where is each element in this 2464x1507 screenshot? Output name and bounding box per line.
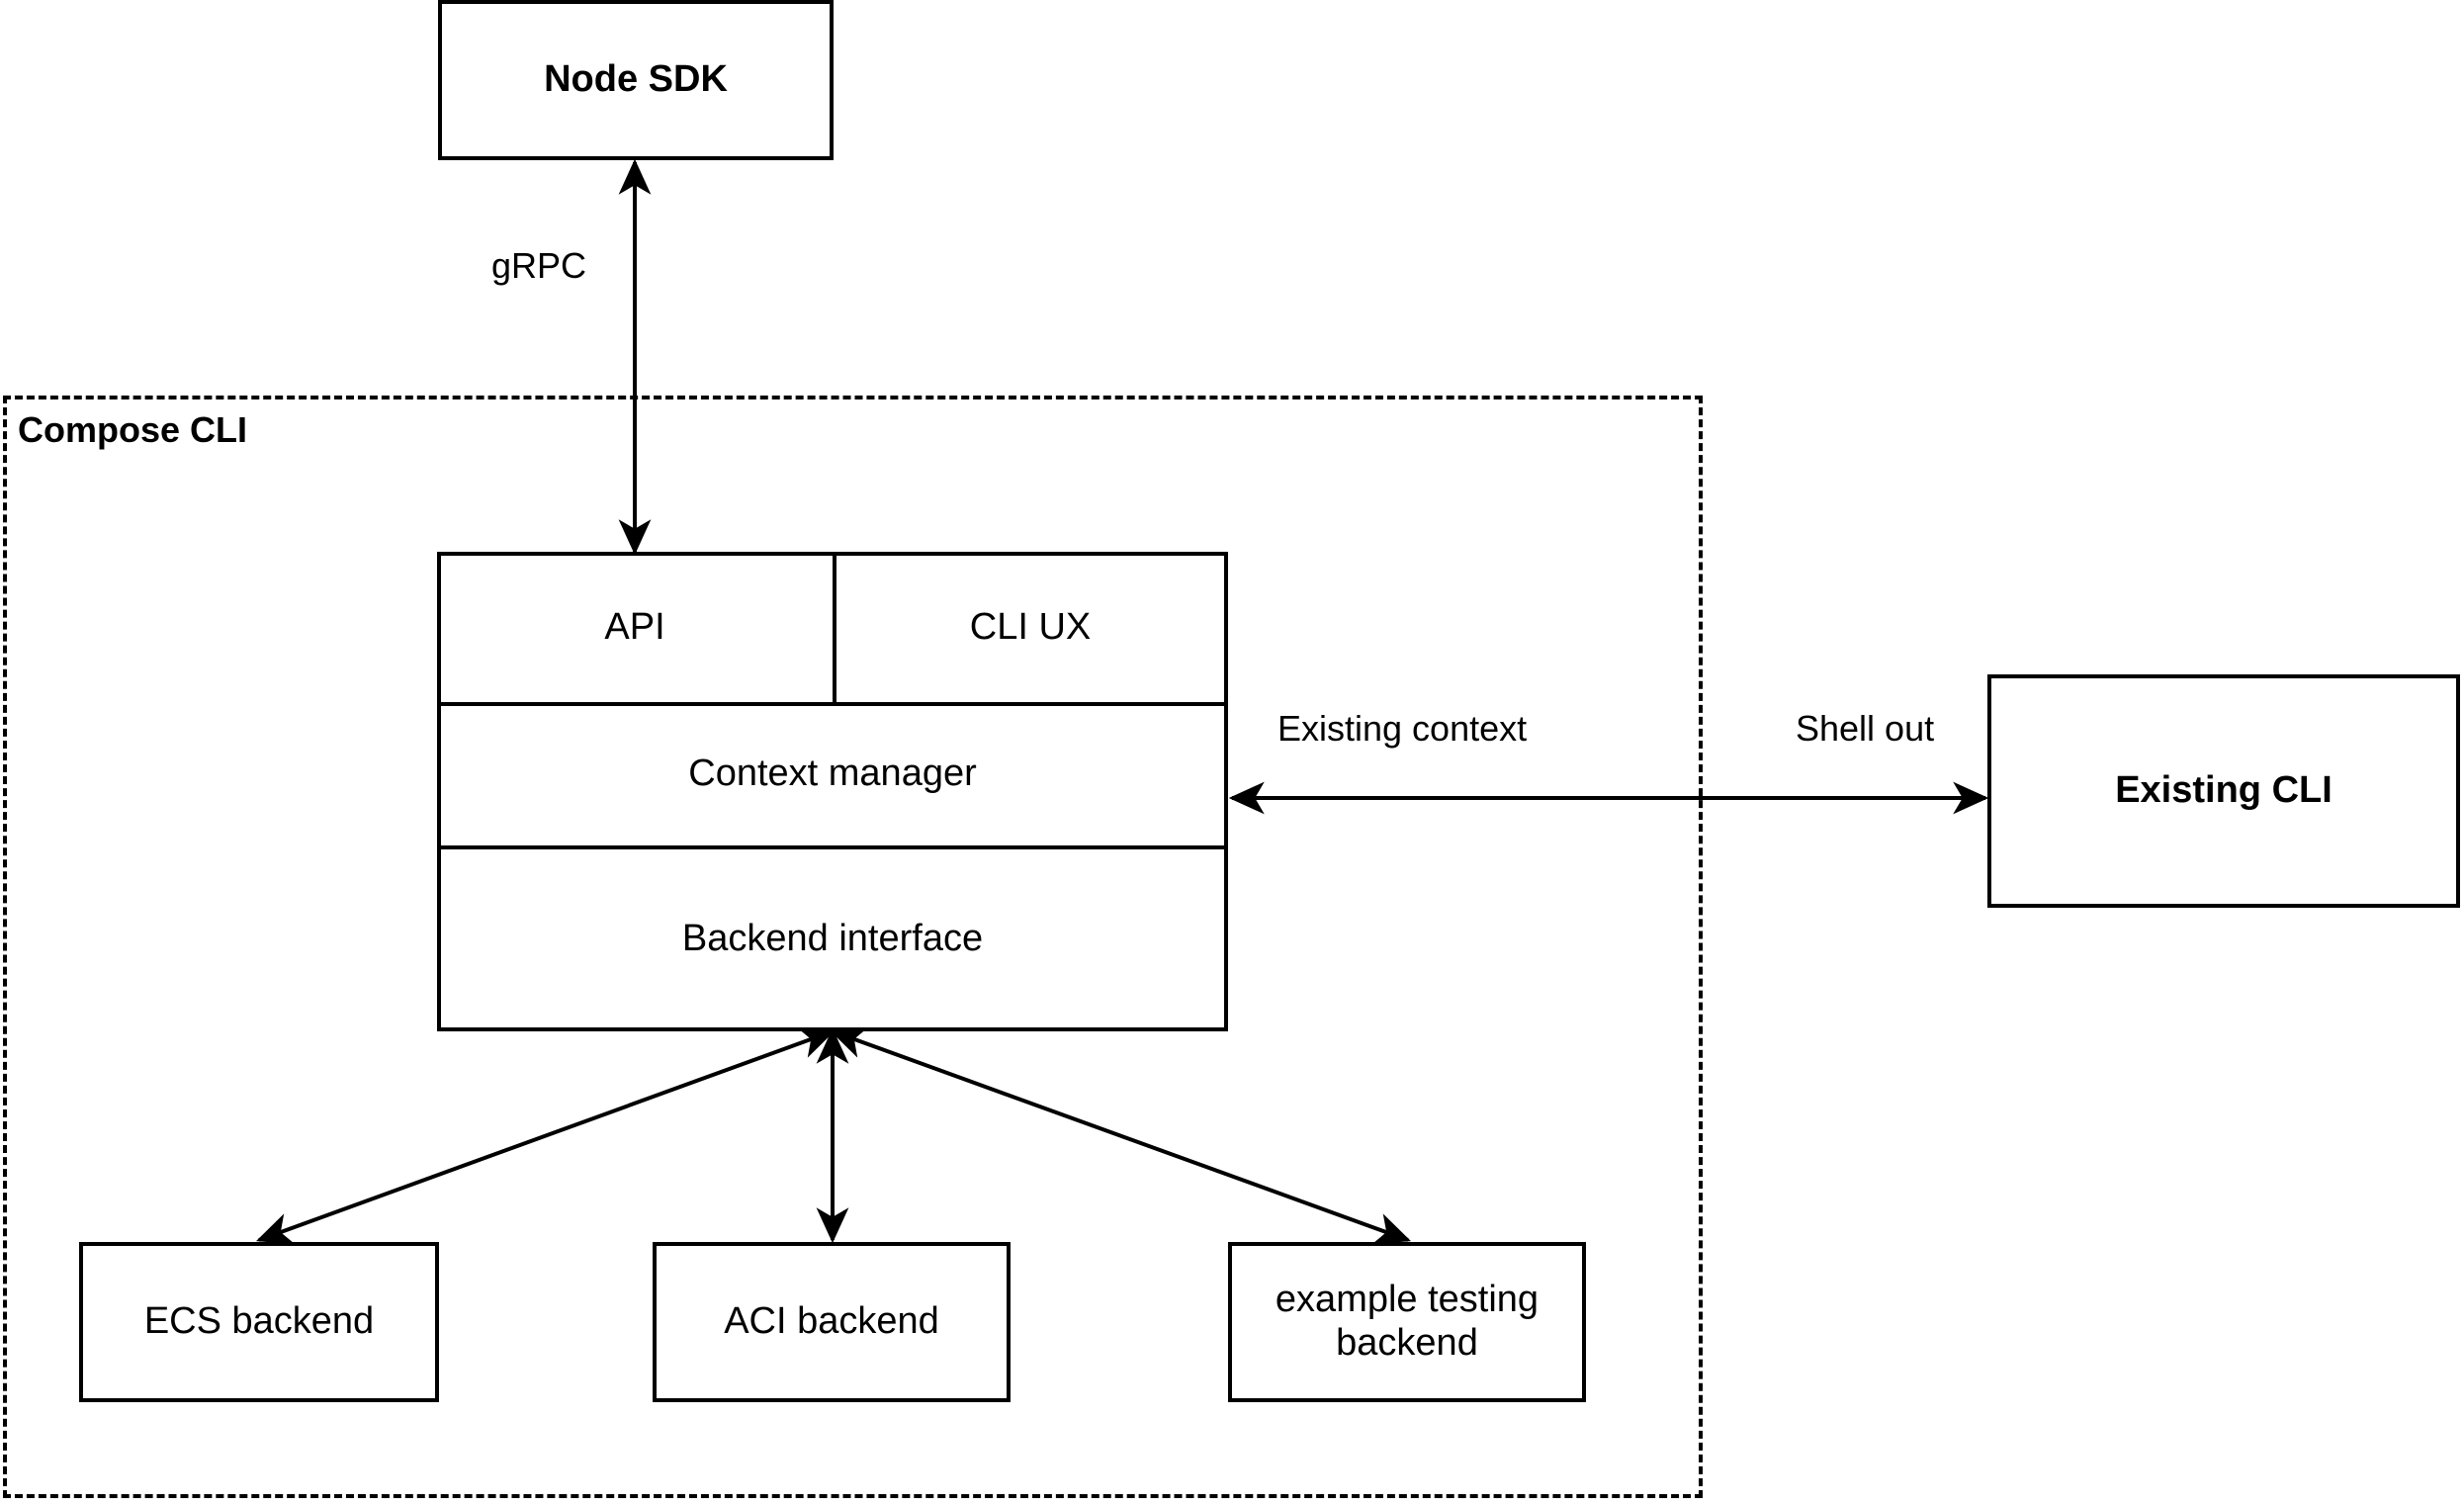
node-node-sdk[interactable]: Node SDK xyxy=(438,0,834,160)
stack-cell-context-manager[interactable]: Context manager xyxy=(437,702,1228,845)
node-existing-cli-label: Existing CLI xyxy=(2115,769,2332,812)
stack-cell-api[interactable]: API xyxy=(437,552,833,702)
node-existing-cli[interactable]: Existing CLI xyxy=(1987,674,2460,908)
node-ecs-backend-label: ECS backend xyxy=(143,1300,375,1343)
stack-divider-horizontal xyxy=(437,702,1228,706)
stack-cell-backend-interface-label: Backend interface xyxy=(681,917,984,959)
node-example-testing-backend[interactable]: example testing backend xyxy=(1228,1242,1586,1402)
node-aci-backend-label: ACI backend xyxy=(724,1300,939,1343)
compose-cli-stack xyxy=(437,552,1228,1031)
node-example-testing-backend-label: example testing backend xyxy=(1275,1279,1540,1364)
stack-cell-cli-ux[interactable]: CLI UX xyxy=(833,552,1228,702)
stack-divider-vertical xyxy=(833,552,836,702)
edge-label-shell-out: Shell out xyxy=(1792,708,1939,750)
edge-label-existing-context: Existing context xyxy=(1274,708,1532,750)
stack-cell-cli-ux-label: CLI UX xyxy=(969,605,1092,648)
stack-divider-horizontal xyxy=(437,845,1228,849)
stack-cell-backend-interface[interactable]: Backend interface xyxy=(437,845,1228,1031)
compose-cli-label: Compose CLI xyxy=(18,409,248,450)
stack-cell-context-manager-label: Context manager xyxy=(688,753,977,794)
node-aci-backend[interactable]: ACI backend xyxy=(653,1242,1011,1402)
stack-cell-api-label: API xyxy=(604,605,665,648)
node-ecs-backend[interactable]: ECS backend xyxy=(79,1242,439,1402)
node-node-sdk-label: Node SDK xyxy=(544,58,728,101)
edge-label-grpc: gRPC xyxy=(487,245,591,287)
compose-cli-boundary xyxy=(3,396,1703,1498)
